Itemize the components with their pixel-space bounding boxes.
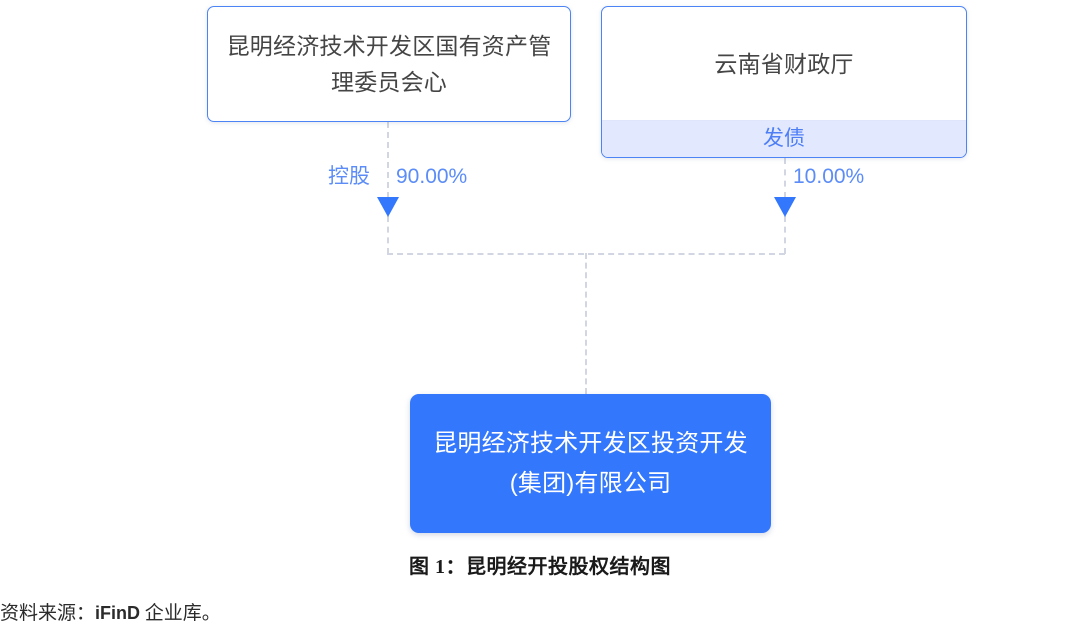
source-note: 资料来源：iFinD 企业库。 <box>0 598 221 625</box>
connector-line-right-lower <box>784 216 786 254</box>
node-body-shareholder-right: 云南省财政厅 <box>602 7 966 120</box>
connector-line-left-upper <box>387 122 389 198</box>
connector-line-right-upper <box>784 158 786 198</box>
node-subject-company[interactable]: 昆明经济技术开发区投资开发(集团)有限公司 <box>410 394 771 533</box>
edge-label-relation-left: 控股 <box>328 165 370 188</box>
node-tag-bond-issuance[interactable]: 发债 <box>602 120 966 157</box>
figure-caption: 图 1：昆明经开投股权结构图 <box>409 556 671 578</box>
node-shareholder-right[interactable]: 云南省财政厅 发债 <box>601 6 967 158</box>
node-body-subject-company: 昆明经济技术开发区投资开发(集团)有限公司 <box>410 394 771 533</box>
node-body-shareholder-left: 昆明经济技术开发区国有资产管理委员会心 <box>208 7 570 121</box>
node-title-shareholder-right: 云南省财政厅 <box>714 50 854 77</box>
source-note-prefix: 资料来源： <box>0 603 96 624</box>
source-note-brand: iFinD <box>95 603 141 623</box>
connector-line-left-lower <box>387 216 389 254</box>
arrow-down-icon-right <box>774 197 796 217</box>
node-shareholder-left[interactable]: 昆明经济技术开发区国有资产管理委员会心 <box>207 6 571 122</box>
source-note-suffix: 企业库。 <box>140 603 221 624</box>
arrow-down-icon-left <box>377 197 399 217</box>
node-title-shareholder-left: 昆明经济技术开发区国有资产管理委员会心 <box>226 33 552 95</box>
edge-label-percent-right: 10.00% <box>793 165 865 188</box>
node-title-subject-company: 昆明经济技术开发区投资开发(集团)有限公司 <box>433 429 748 497</box>
edge-label-percent-left: 90.00% <box>396 165 468 188</box>
connector-line-center-down <box>585 253 587 394</box>
